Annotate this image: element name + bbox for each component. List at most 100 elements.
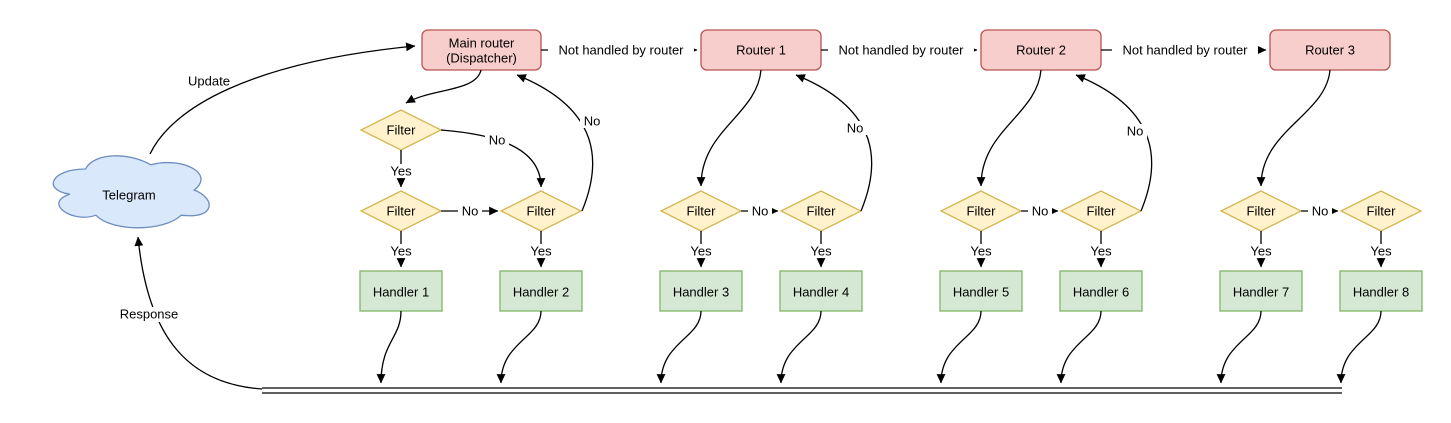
response-bus-line bbox=[262, 387, 1342, 394]
not-handled-label-1: Not handled by router bbox=[558, 43, 684, 58]
not-handled-label-3: Not handled by router bbox=[1122, 43, 1248, 58]
yes-label: Yes bbox=[390, 244, 412, 259]
edge-response: Response bbox=[112, 236, 263, 390]
edge-topfilter-yes: Yes bbox=[387, 150, 415, 188]
filter-node-4: Filter bbox=[779, 190, 863, 232]
edge-no-pair-main: No bbox=[441, 204, 499, 219]
edge-handler3-to-bus bbox=[656, 310, 702, 384]
filter-node-1: Filter bbox=[359, 190, 443, 232]
handler-node-3: Handler 3 bbox=[659, 270, 743, 312]
handler-node-6: Handler 6 bbox=[1059, 270, 1143, 312]
edge-handler2-to-bus bbox=[496, 310, 542, 384]
edge-no-pair-router2: No bbox=[1021, 204, 1059, 219]
yes-label: Yes bbox=[1090, 244, 1112, 259]
no-label: No bbox=[1032, 204, 1049, 219]
handler-label: Handler 7 bbox=[1233, 285, 1289, 300]
handler-node-7: Handler 7 bbox=[1219, 270, 1303, 312]
handler-node-2: Handler 2 bbox=[499, 270, 583, 312]
yes-label: Yes bbox=[530, 244, 552, 259]
edge-no-pair-router3: No bbox=[1301, 204, 1339, 219]
handler-label: Handler 8 bbox=[1353, 285, 1409, 300]
telegram-label: Telegram bbox=[102, 188, 155, 203]
no-label: No bbox=[847, 121, 864, 136]
no-label: No bbox=[1127, 124, 1144, 139]
edge-no-pair-router1: No bbox=[741, 204, 779, 219]
router2-node: Router 2 bbox=[980, 29, 1102, 71]
filter-label: Filter bbox=[1367, 204, 1397, 219]
telegram-cloud-node: Telegram bbox=[52, 155, 210, 229]
yes-label: Yes bbox=[690, 244, 712, 259]
edge-handler6-to-bus bbox=[1056, 310, 1102, 384]
handler-node-5: Handler 5 bbox=[939, 270, 1023, 312]
handler-node-4: Handler 4 bbox=[779, 270, 863, 312]
edge-handler4-to-bus bbox=[776, 310, 822, 384]
yes-label: Yes bbox=[970, 244, 992, 259]
no-label: No bbox=[752, 204, 769, 219]
edge-handler7-to-bus bbox=[1216, 310, 1262, 384]
edge-yes-4: Yes bbox=[807, 231, 835, 268]
filter-label: Filter bbox=[967, 204, 997, 219]
edge-handler5-to-bus bbox=[936, 310, 982, 384]
filter-label: Filter bbox=[807, 204, 837, 219]
edge-yes-6: Yes bbox=[1087, 231, 1115, 268]
update-label: Update bbox=[188, 74, 230, 89]
no-label: No bbox=[462, 204, 479, 219]
yes-label: Yes bbox=[1370, 244, 1392, 259]
cloud-shape bbox=[52, 155, 210, 229]
filter-node-top: Filter bbox=[359, 109, 443, 151]
filter-node-7: Filter bbox=[1219, 190, 1303, 232]
edge-handler8-to-bus bbox=[1336, 310, 1382, 384]
edge-not-handled-3: Not handled by router bbox=[1101, 43, 1267, 58]
router3-node: Router 3 bbox=[1269, 29, 1391, 71]
edge-no-return-router1: No bbox=[795, 74, 873, 212]
edge-yes-7: Yes bbox=[1247, 231, 1275, 268]
edge-not-handled-1: Not handled by router bbox=[541, 43, 698, 58]
handler-label: Handler 2 bbox=[513, 285, 569, 300]
main-router-label-line1: Main router bbox=[449, 36, 515, 51]
edge-router2-to-filter bbox=[976, 69, 1042, 187]
edge-update bbox=[149, 42, 416, 155]
no-label: No bbox=[1312, 204, 1329, 219]
edge-no-return-main: No bbox=[516, 74, 604, 212]
handler-node-8: Handler 8 bbox=[1339, 270, 1423, 312]
edge-yes-5: Yes bbox=[967, 231, 995, 268]
edge-router3-to-filter bbox=[1256, 69, 1331, 187]
filter-node-3: Filter bbox=[659, 190, 743, 232]
edge-main-to-filter bbox=[405, 69, 482, 104]
yes-label: Yes bbox=[810, 244, 832, 259]
filter-node-6: Filter bbox=[1059, 190, 1143, 232]
handler-label: Handler 6 bbox=[1073, 285, 1129, 300]
edge-topfilter-no: No bbox=[440, 129, 546, 188]
handler-node-1: Handler 1 bbox=[359, 270, 443, 312]
edge-yes-3: Yes bbox=[687, 231, 715, 268]
router1-label: Router 1 bbox=[736, 43, 786, 58]
filter-node-2: Filter bbox=[499, 190, 583, 232]
handler-label: Handler 3 bbox=[673, 285, 729, 300]
filter-label: Filter bbox=[527, 204, 557, 219]
edge-yes-8: Yes bbox=[1367, 231, 1395, 268]
edge-handler1-to-bus bbox=[376, 310, 402, 384]
yes-label: Yes bbox=[1250, 244, 1272, 259]
router3-label: Router 3 bbox=[1305, 43, 1355, 58]
handler-label: Handler 1 bbox=[373, 285, 429, 300]
filter-label: Filter bbox=[687, 204, 717, 219]
filter-label: Filter bbox=[387, 123, 417, 138]
response-label: Response bbox=[120, 307, 179, 322]
filter-node-8: Filter bbox=[1339, 190, 1423, 232]
filter-node-5: Filter bbox=[939, 190, 1023, 232]
filter-label: Filter bbox=[1247, 204, 1277, 219]
filter-label: Filter bbox=[387, 204, 417, 219]
no-label: No bbox=[489, 133, 506, 148]
no-label: No bbox=[584, 114, 601, 129]
edge-no-return-router2: No bbox=[1075, 74, 1153, 212]
handler-label: Handler 4 bbox=[793, 285, 849, 300]
main-router-node: Main router (Dispatcher) bbox=[421, 29, 542, 71]
router1-node: Router 1 bbox=[700, 29, 822, 71]
router2-label: Router 2 bbox=[1016, 43, 1066, 58]
edge-yes-1: Yes bbox=[387, 231, 415, 268]
handler-label: Handler 5 bbox=[953, 285, 1009, 300]
main-router-label-line2: (Dispatcher) bbox=[446, 51, 517, 66]
edge-yes-2: Yes bbox=[527, 231, 555, 268]
yes-label: Yes bbox=[390, 164, 412, 179]
